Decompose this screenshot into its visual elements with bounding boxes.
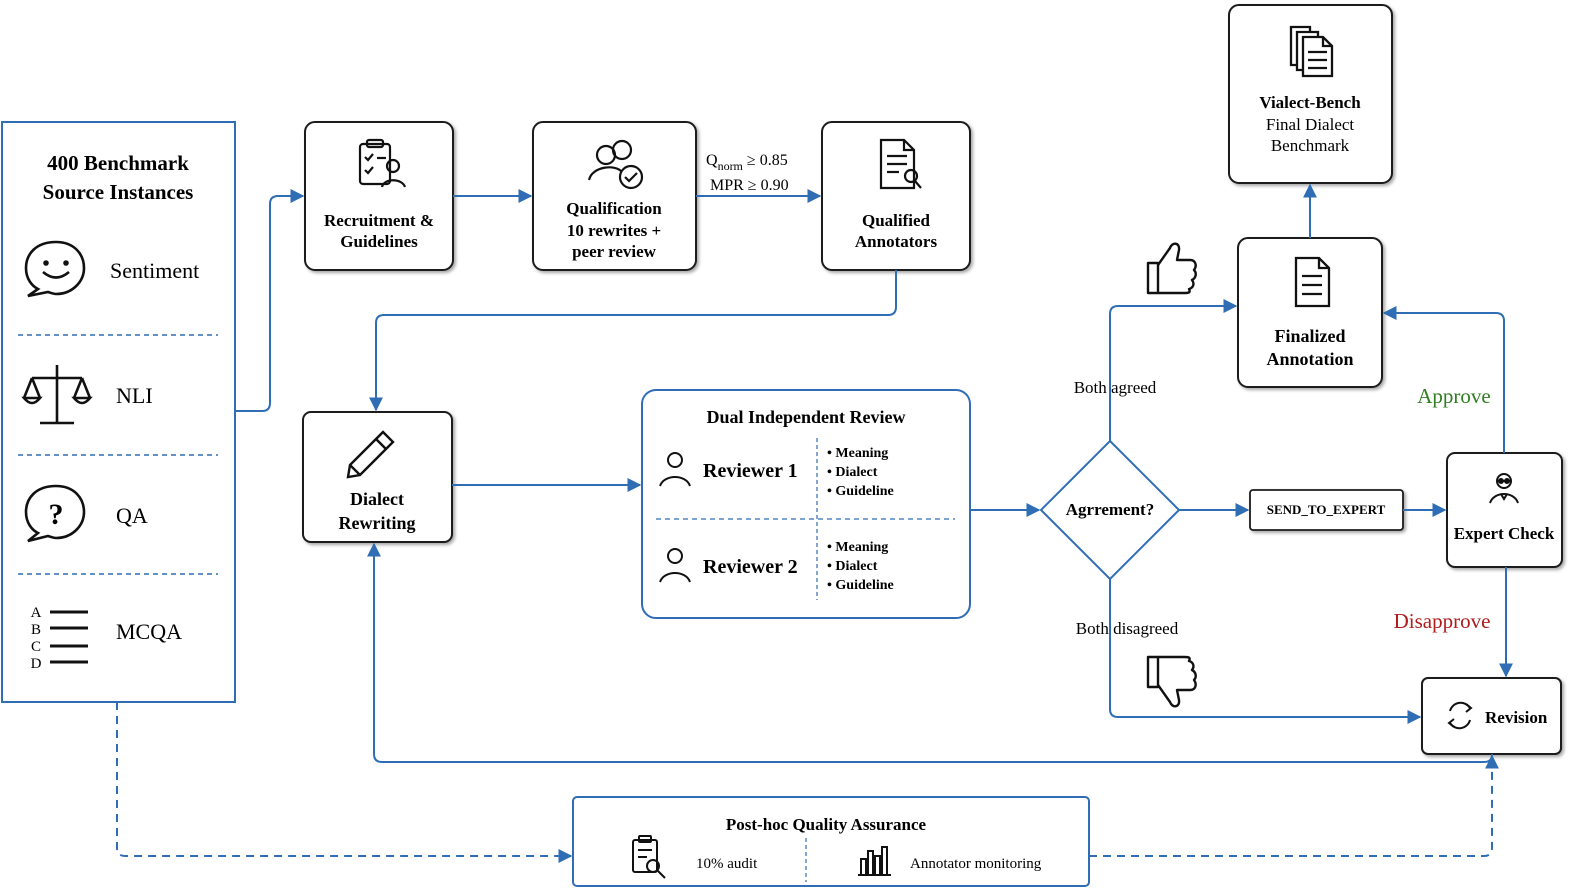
send-to-expert-label: SEND_TO_EXPERT bbox=[1267, 502, 1386, 517]
reviewer-1-person-icon bbox=[659, 452, 691, 487]
task-label-qa: QA bbox=[116, 503, 148, 528]
thumbs-up-icon bbox=[1146, 242, 1197, 295]
qualified-label-line2: Annotators bbox=[855, 232, 938, 251]
qa-title: Post-hoc Quality Assurance bbox=[726, 815, 927, 834]
audit-label: 10% audit bbox=[696, 856, 758, 872]
reviewer-2-criterion: • Meaning bbox=[827, 540, 888, 555]
qnorm-threshold: Qnorm ≥ 0.85 bbox=[706, 152, 788, 173]
reviewer-1-criterion: • Dialect bbox=[827, 465, 878, 480]
reviewer-2-criterion: • Dialect bbox=[827, 559, 878, 574]
svg-text:A: A bbox=[31, 605, 42, 621]
source-title-line1: 400 Benchmark bbox=[47, 151, 189, 175]
expert-reviewer-icon bbox=[1489, 473, 1519, 504]
svg-text:C: C bbox=[31, 639, 41, 655]
document-icon bbox=[1294, 256, 1331, 308]
pencil-icon bbox=[346, 430, 395, 479]
reviewer-1-criterion: • Meaning bbox=[827, 446, 888, 461]
connector-agreed-to-finalized bbox=[1109, 299, 1238, 441]
mpr-threshold: MPR ≥ 0.90 bbox=[710, 177, 789, 194]
revision-node: Revision bbox=[1421, 677, 1562, 755]
post-hoc-qa-panel: Post-hoc Quality Assurance 10% audit Ann… bbox=[572, 796, 1090, 887]
both-agreed-label: Both agreed bbox=[1074, 378, 1157, 397]
connector-source-to-qa bbox=[116, 702, 573, 863]
refresh-icon bbox=[1447, 701, 1473, 730]
monitoring-label: Annotator monitoring bbox=[910, 856, 1042, 872]
reviewer-2-criterion: • Guideline bbox=[827, 578, 894, 593]
finalized-label-line1: Finalized bbox=[1275, 326, 1346, 346]
source-title-line2: Source Instances bbox=[43, 180, 194, 204]
recruitment-guidelines-node: Recruitment & Guidelines bbox=[304, 121, 454, 271]
reviewer-2-person-icon bbox=[659, 548, 691, 583]
group-check-icon bbox=[587, 139, 644, 190]
recruitment-label-line1: Recruitment & bbox=[324, 211, 434, 230]
task-label-mcqa: MCQA bbox=[116, 619, 182, 644]
approve-label: Approve bbox=[1417, 384, 1490, 408]
connector-qualified-to-rewriting bbox=[369, 270, 897, 412]
reviewer-1-name: Reviewer 1 bbox=[703, 460, 798, 482]
clipboard-checklist-person-icon bbox=[358, 138, 407, 188]
question-speech-bubble-icon: ? bbox=[24, 484, 86, 543]
reviewer-1-criterion: • Guideline bbox=[827, 484, 894, 499]
svg-text:?: ? bbox=[49, 498, 64, 531]
rewriting-label-line1: Dialect bbox=[350, 489, 404, 509]
task-label-sentiment: Sentiment bbox=[110, 258, 199, 283]
both-disagreed-label: Both disagreed bbox=[1076, 619, 1179, 638]
revision-label: Revision bbox=[1485, 708, 1548, 727]
finalized-label-line2: Annotation bbox=[1266, 349, 1353, 369]
expert-check-node: Expert Check bbox=[1446, 452, 1563, 568]
dual-review-panel: Dual Independent Review Reviewer 1 • Mea… bbox=[641, 389, 971, 619]
benchmark-label-line3: Benchmark bbox=[1271, 136, 1350, 155]
connector-source-to-recruitment bbox=[235, 189, 305, 412]
benchmark-label-line1: Vialect-Bench bbox=[1259, 93, 1361, 112]
connector-expert-approve bbox=[1382, 306, 1505, 453]
vialect-bench-node: Vialect-Bench Final Dialect Benchmark bbox=[1228, 4, 1393, 184]
reviewer-2-name: Reviewer 2 bbox=[703, 556, 798, 578]
source-instances-panel: 400 Benchmark Source Instances Sentiment… bbox=[1, 121, 236, 703]
balance-scale-icon bbox=[21, 365, 93, 425]
multiple-choice-list-icon: A B C D bbox=[31, 605, 88, 672]
recruitment-label-line2: Guidelines bbox=[340, 232, 418, 251]
flow-connectors bbox=[116, 183, 1513, 863]
task-label-nli: NLI bbox=[116, 383, 153, 408]
bar-chart-icon bbox=[858, 846, 891, 876]
dual-review-title: Dual Independent Review bbox=[706, 407, 905, 427]
qualified-label-line1: Qualified bbox=[862, 211, 931, 230]
svg-text:B: B bbox=[31, 622, 41, 638]
disapprove-label: Disapprove bbox=[1394, 609, 1491, 633]
document-search-icon bbox=[879, 138, 922, 190]
connector-disagreed-to-revision bbox=[1109, 579, 1422, 724]
qualification-label-line1: Qualification bbox=[566, 199, 662, 218]
agreement-decision-node: Agrrement? bbox=[1039, 439, 1181, 581]
dialect-rewriting-node: Dialect Rewriting bbox=[302, 411, 453, 543]
send-to-expert-node: SEND_TO_EXPERT bbox=[1249, 489, 1404, 531]
smiley-speech-bubble-icon bbox=[24, 240, 86, 298]
qualification-label-line3: peer review bbox=[572, 242, 657, 261]
clipboard-search-icon bbox=[632, 835, 666, 879]
finalized-annotation-node: Finalized Annotation bbox=[1237, 237, 1383, 388]
svg-text:D: D bbox=[31, 656, 42, 672]
qualification-node: Qualification 10 rewrites + peer review bbox=[532, 121, 697, 271]
benchmark-label-line2: Final Dialect bbox=[1266, 115, 1355, 134]
rewriting-label-line2: Rewriting bbox=[339, 513, 416, 533]
connector-qa-to-revision bbox=[1089, 754, 1499, 857]
stacked-documents-icon bbox=[1289, 25, 1334, 78]
decision-label: Agrrement? bbox=[1066, 500, 1154, 519]
expert-check-label: Expert Check bbox=[1454, 524, 1555, 543]
qualification-label-line2: 10 rewrites + bbox=[567, 221, 661, 240]
thumbs-down-icon bbox=[1146, 655, 1197, 708]
qualified-annotators-node: Qualified Annotators bbox=[821, 121, 971, 271]
